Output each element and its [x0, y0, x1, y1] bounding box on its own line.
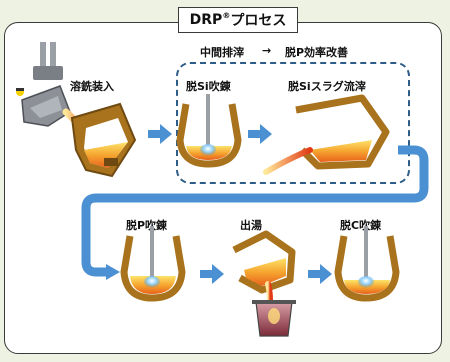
step-label-desi-slag-discharge: 脱Siスラグ流滓: [288, 80, 366, 93]
steel-ladle: [252, 300, 296, 337]
figure-title: DRP®プロセス: [178, 7, 298, 33]
arrow-s4-s5: [200, 264, 224, 284]
converter-charging: [70, 102, 137, 178]
step-label-tapping: 出湯: [240, 219, 262, 232]
arrow-s2-s3: [248, 124, 272, 144]
step-label-dep-blowing: 脱P吹錬: [126, 219, 168, 232]
converter-slag-discharge: [263, 94, 390, 175]
converter-tapping: [232, 230, 296, 317]
converter-dec-blowing: [334, 226, 400, 302]
title-rest: プロセス: [230, 13, 287, 29]
header-flow-arrow: →: [262, 44, 272, 57]
intermediate-slag-group: [176, 62, 410, 184]
step-label-dec-blowing: 脱C吹錬: [340, 219, 382, 232]
converter-desi-blowing: [176, 94, 242, 168]
header-flow-left: 中間排滓: [200, 46, 244, 59]
step-label-hot-metal-charging: 溶銑装入: [70, 80, 114, 93]
title-registered: ®: [222, 10, 231, 20]
header-flow-right: 脱P効率改善: [285, 46, 349, 59]
title-main: DRP: [189, 12, 223, 28]
converter-dep-blowing: [120, 226, 186, 302]
step-label-desi-blowing: 脱Si吹錬: [186, 80, 231, 93]
connector-arrowhead: [106, 264, 120, 280]
connector-row1-to-row2: [81, 145, 429, 277]
arrow-s1-s2: [148, 124, 172, 144]
flow-arrows: [148, 124, 332, 284]
arrow-s5-s6: [308, 264, 332, 284]
